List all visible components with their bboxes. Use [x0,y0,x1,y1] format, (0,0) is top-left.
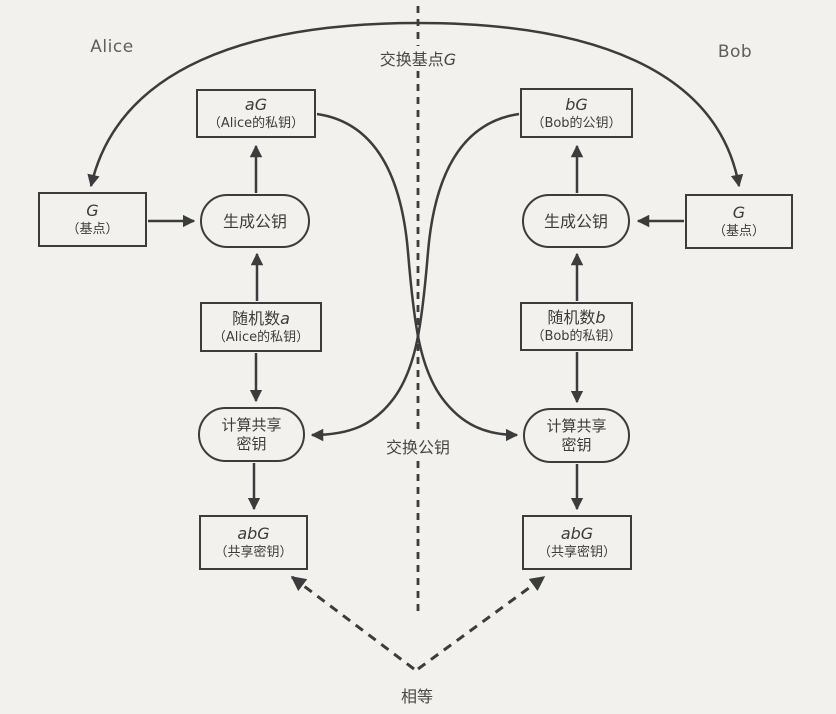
bob-random-number-box: 随机数b （Bob的私钥） [520,302,633,351]
exchange-base-point-label: 交换基点G [374,46,462,70]
alice-public-key-to-bob-curve-arrow [316,112,519,442]
alice-shared-key-box: abG （共享密钥） [199,515,308,570]
exchange-base-point-text: 交换基点 [379,50,444,69]
alice-base-point-box: G （基点） [38,192,147,247]
bob-random-var: b [595,308,606,327]
alice-shared-key-desc: （共享密钥） [214,545,293,560]
alice-random-var: a [280,308,290,328]
alice-random-desc: （Alice的私钥） [212,329,310,345]
alice-compute-shared-key-oval: 计算共享 密钥 [198,407,305,462]
bob-shared-key-box: abG （共享密钥） [522,515,632,570]
alice-public-key-box: aG （Alice的私钥） [196,89,316,138]
bob-compute-line1: 计算共享 [546,416,607,435]
bob-shared-key-desc: （共享密钥） [537,545,616,560]
alice-random-prefix: 随机数 [232,308,281,328]
bob-generate-public-key-oval: 生成公钥 [522,194,630,248]
bob-public-key-box: bG （Bob的公钥） [520,88,633,138]
alice-generate-public-key-oval: 生成公钥 [200,194,310,248]
bob-base-point-var: G [732,203,746,222]
alice-random-label: 随机数a [232,309,290,329]
bob-public-key-desc: （Bob的公钥） [531,115,622,131]
alice-public-key-var: aG [244,95,268,114]
bob-compute-shared-key-oval: 计算共享 密钥 [523,408,630,463]
alice-public-key-desc: （Alice的私钥） [207,116,305,131]
alice-actor-label: Alice [90,37,134,57]
bob-base-point-desc: （基点） [712,224,765,239]
bob-compute-line2: 密钥 [561,435,592,454]
alice-random-number-box: 随机数a （Alice的私钥） [200,302,322,352]
alice-shared-key-var: abG [237,524,270,543]
equal-dashed-arrow-right [417,575,546,671]
bob-public-key-to-alice-curve-arrow [310,112,520,442]
alice-compute-line2: 密钥 [236,434,267,453]
bob-base-point-box: G （基点） [685,194,793,249]
equal-dashed-arrow-left [290,575,415,671]
bob-generate-label: 生成公钥 [543,211,608,231]
alice-base-point-desc: （基点） [66,222,119,237]
exchange-base-point-var: G [443,50,457,69]
bob-random-label: 随机数b [547,308,605,328]
alice-generate-label: 生成公钥 [222,211,287,231]
bob-random-desc: （Bob的私钥） [531,329,622,344]
alice-base-point-var: G [86,201,99,220]
bob-public-key-var: bG [565,94,588,114]
exchange-public-key-label: 交换公钥 [380,434,456,458]
exchange-base-point-arc-arrow [87,21,744,188]
bob-random-prefix: 随机数 [547,308,596,327]
equal-label: 相等 [395,683,439,707]
bob-shared-key-var: abG [560,524,594,543]
alice-compute-line1: 计算共享 [221,415,282,434]
bob-actor-label: Bob [717,42,753,62]
